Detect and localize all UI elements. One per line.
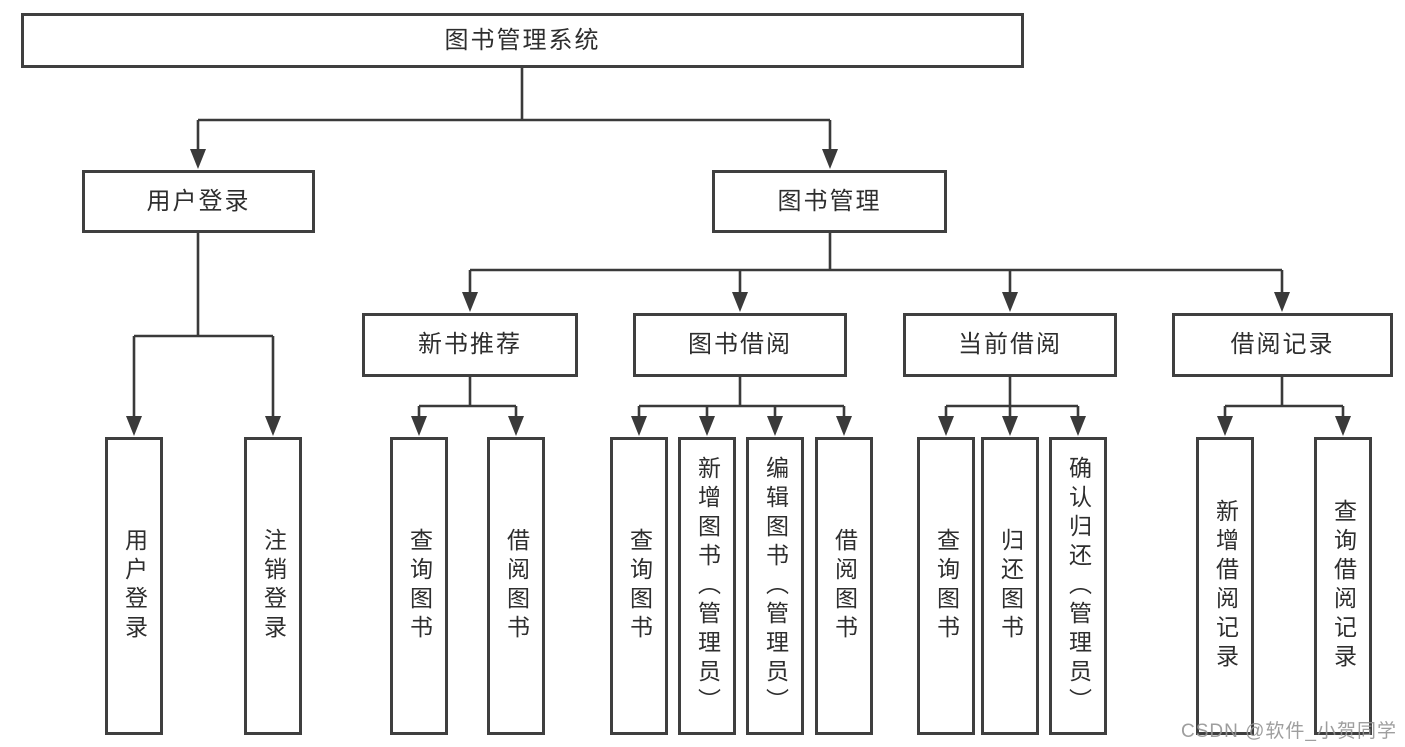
leaf-recommend-query-book: 查询图书 xyxy=(390,437,448,735)
leaf-label: 确认归还（管理员） xyxy=(1065,455,1092,717)
node-label: 图书管理 xyxy=(777,187,882,215)
leaf-label: 查询图书 xyxy=(626,528,653,644)
csdn-watermark: CSDN @软件_小贺同学 xyxy=(1181,721,1397,742)
leaf-label: 新增图书（管理员） xyxy=(694,455,721,717)
node-label: 图书借阅 xyxy=(688,331,792,358)
leaf-query-borrow-record: 查询借阅记录 xyxy=(1314,437,1372,735)
leaf-label: 用户登录 xyxy=(121,528,148,644)
leaf-label: 查询图书 xyxy=(406,528,433,644)
leaf-borrow-book: 借阅图书 xyxy=(815,437,873,735)
node-system-root: 图书管理系统 xyxy=(21,13,1024,68)
leaf-logout: 注销登录 xyxy=(244,437,302,735)
node-label: 图书管理系统 xyxy=(444,26,601,54)
node-new-book-recommend: 新书推荐 xyxy=(362,313,578,377)
leaf-add-book-admin: 新增图书（管理员） xyxy=(678,437,736,735)
node-book-management: 图书管理 xyxy=(712,170,947,233)
node-label: 借阅记录 xyxy=(1230,331,1335,358)
leaf-current-query-book: 查询图书 xyxy=(917,437,975,735)
leaf-label: 注销登录 xyxy=(260,528,287,644)
leaf-label: 编辑图书（管理员） xyxy=(762,455,789,717)
node-borrow-records: 借阅记录 xyxy=(1172,313,1393,377)
leaf-user-login: 用户登录 xyxy=(105,437,163,735)
leaf-label: 新增借阅记录 xyxy=(1212,499,1239,673)
leaf-edit-book-admin: 编辑图书（管理员） xyxy=(746,437,804,735)
leaf-return-book: 归还图书 xyxy=(981,437,1039,735)
node-label: 用户登录 xyxy=(146,187,251,215)
leaf-label: 查询借阅记录 xyxy=(1330,499,1357,673)
leaf-add-borrow-record: 新增借阅记录 xyxy=(1196,437,1254,735)
node-label: 新书推荐 xyxy=(418,331,522,358)
leaf-label: 借阅图书 xyxy=(831,528,858,644)
leaf-label: 借阅图书 xyxy=(503,528,530,644)
node-label: 当前借阅 xyxy=(958,331,1062,358)
arrowheads xyxy=(126,149,1351,436)
leaf-label: 归还图书 xyxy=(997,528,1024,644)
node-book-borrow: 图书借阅 xyxy=(633,313,847,377)
leaf-recommend-borrow-book: 借阅图书 xyxy=(487,437,545,735)
node-current-borrow: 当前借阅 xyxy=(903,313,1117,377)
leaf-label: 查询图书 xyxy=(933,528,960,644)
node-user-login: 用户登录 xyxy=(82,170,315,233)
leaf-borrow-query-book: 查询图书 xyxy=(610,437,668,735)
leaf-confirm-return-admin: 确认归还（管理员） xyxy=(1049,437,1107,735)
